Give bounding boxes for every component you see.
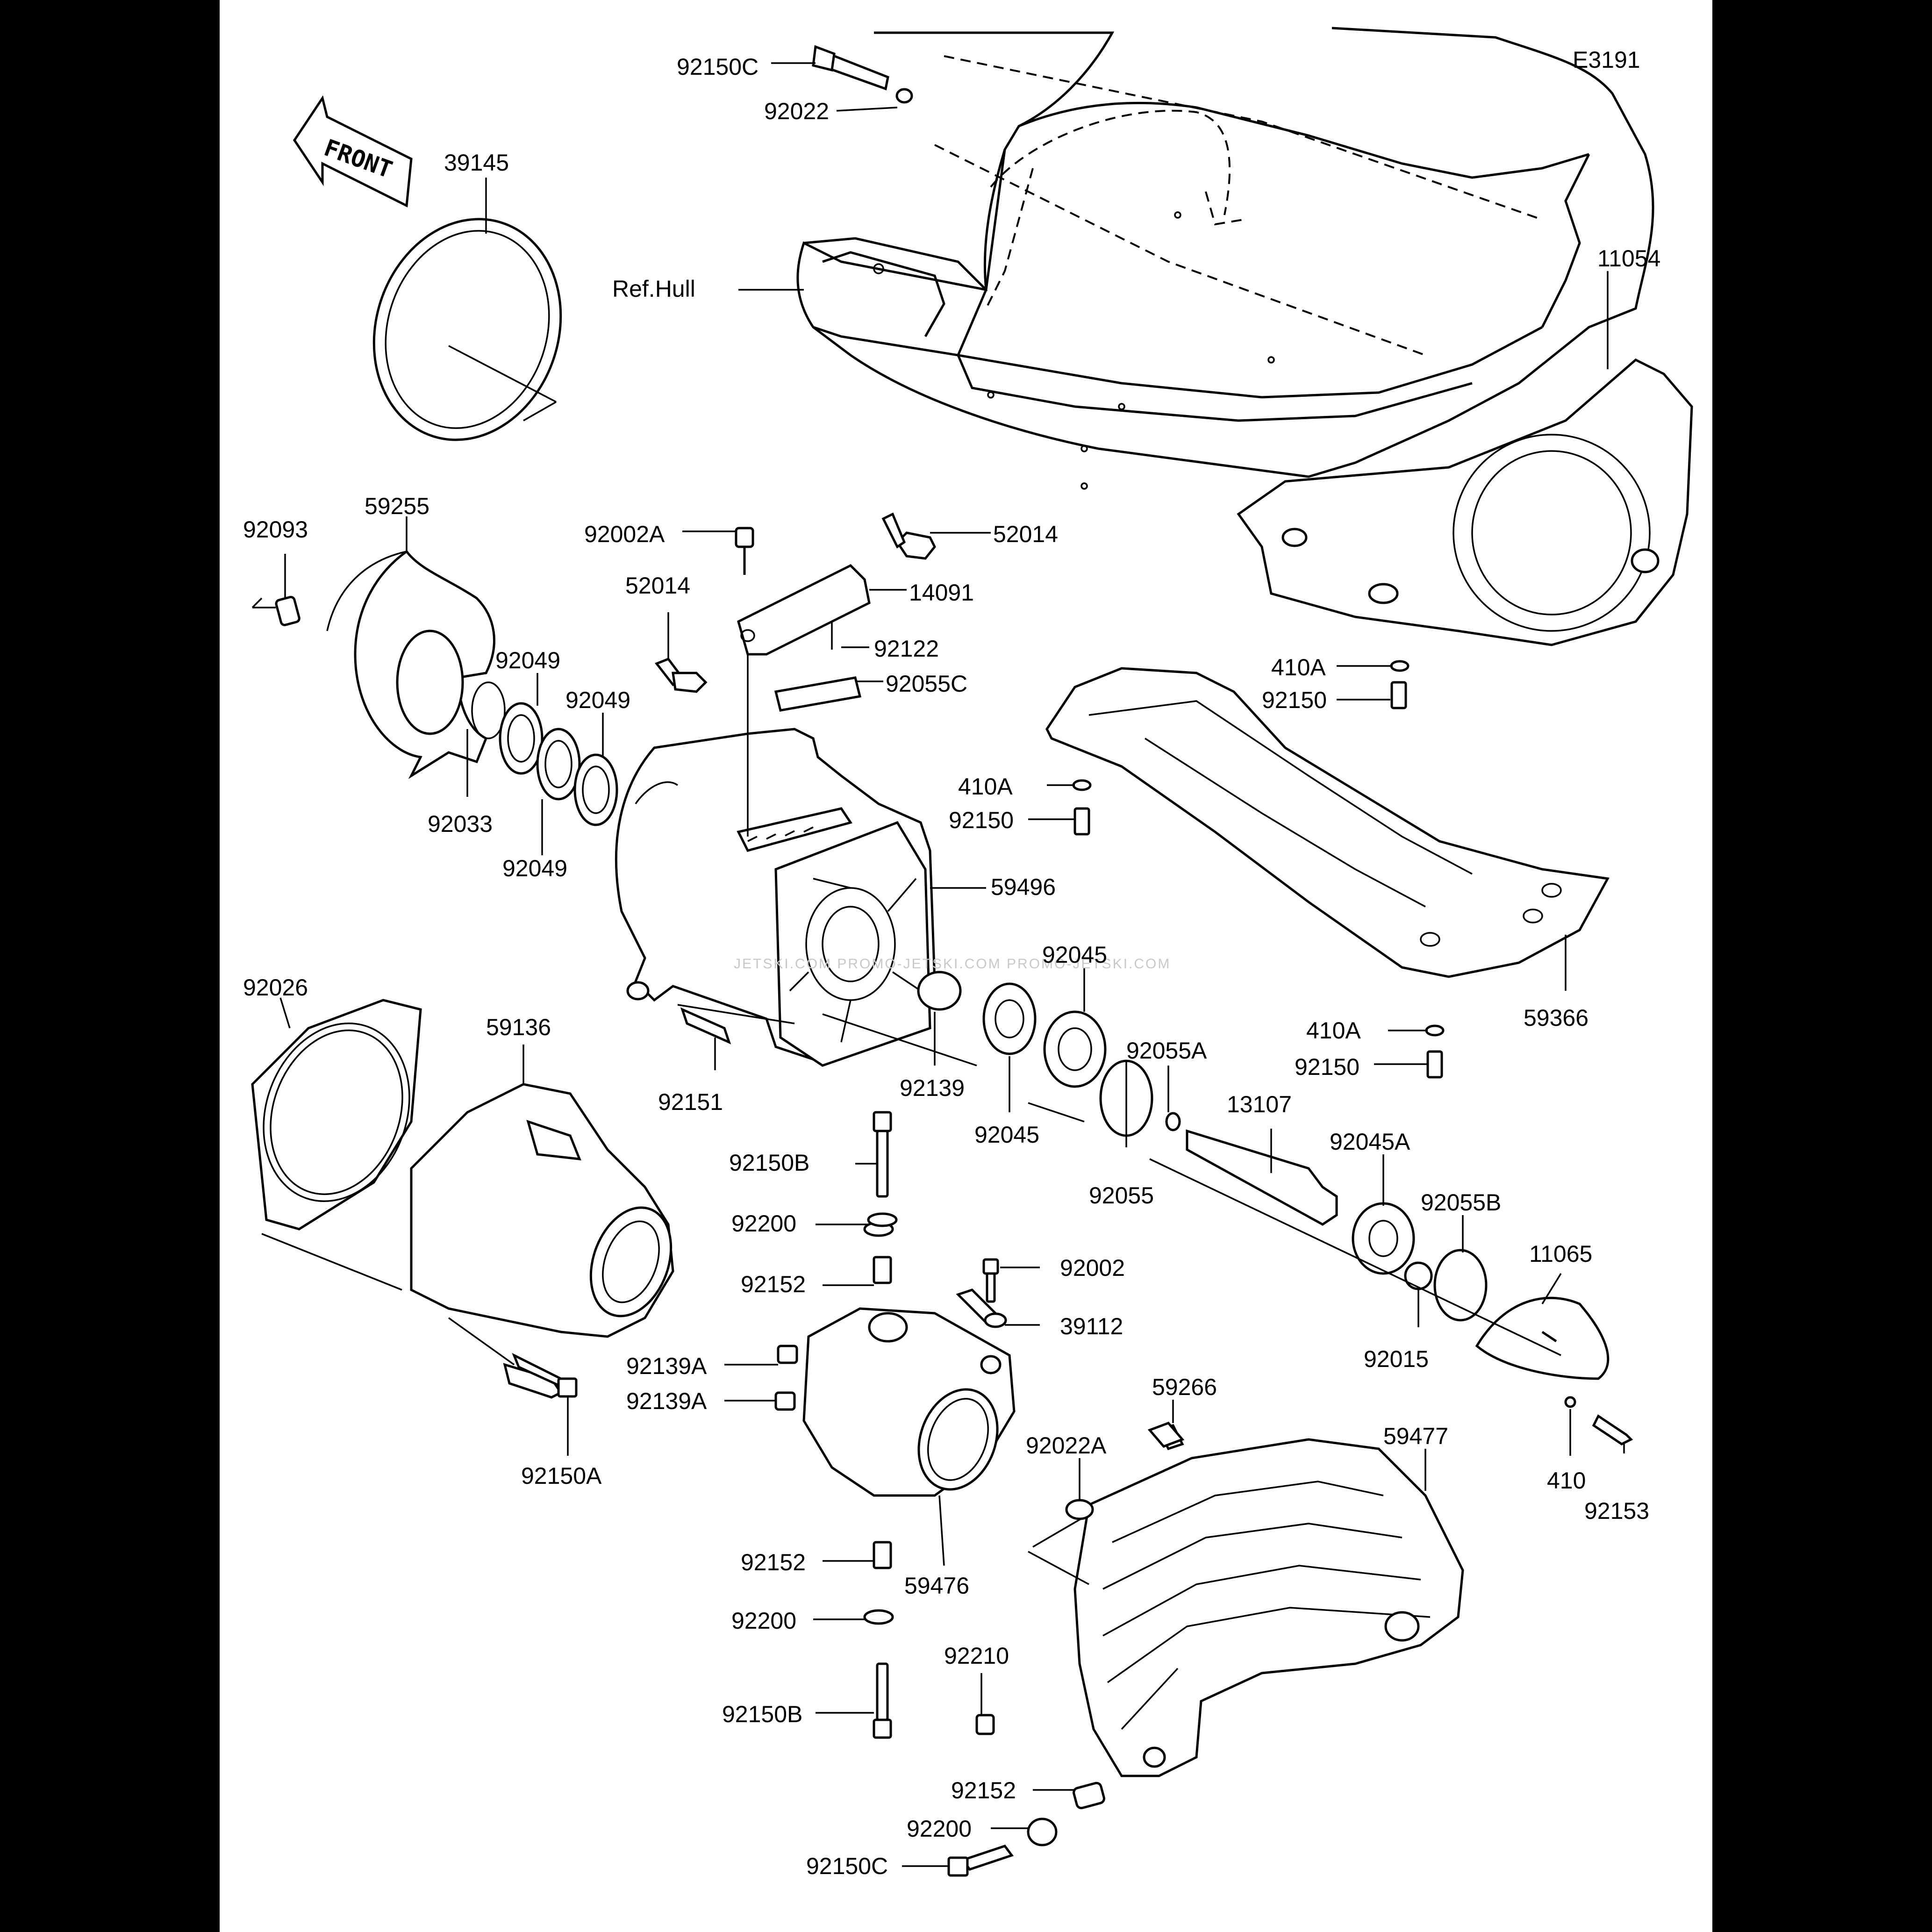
part-label: 92150B [722,1701,802,1727]
ref-hull-label: Ref.Hull [612,276,695,302]
part-label: 410 [1547,1467,1586,1494]
pump-cover-fittings-drawing [654,512,936,837]
part-label: 92055 [1089,1182,1154,1209]
part-label: 410A [958,773,1013,800]
part-label: 92049 [502,855,567,881]
nozzle-11054-drawing [1237,358,1693,646]
part-label: 92045 [974,1122,1039,1148]
part-label: 92093 [243,516,308,543]
part-label: 59476 [904,1573,969,1599]
cone-59136-drawing [261,1083,674,1399]
part-label: 92152 [741,1549,806,1575]
part-label: 92122 [874,636,939,662]
part-label: 92151 [658,1089,723,1115]
part-label: 92045 [1042,942,1107,968]
gasket-92026-drawing [251,999,422,1231]
part-label: 410A [1271,654,1326,680]
small-hardware-drawing [512,45,1445,1877]
pump-housing-59496-drawing [615,728,936,1067]
part-label: 92200 [731,1608,796,1634]
watermark-text: JETSKI.COM PROMO-JETSKI.COM PROMO-JETSKI… [734,956,1171,972]
part-label: 52014 [625,572,690,599]
part-label: 92150B [729,1150,809,1176]
part-label: 410A [1306,1017,1361,1044]
part-label: 92150 [1295,1054,1360,1080]
part-label: 92200 [731,1210,796,1237]
part-label: 92210 [944,1643,1009,1669]
part-label: 92150 [949,807,1014,833]
part-label: 59266 [1152,1374,1217,1400]
part-label: 59255 [365,493,429,519]
part-label: 92152 [951,1777,1016,1803]
part-label: 92139 [900,1075,965,1101]
part-label: 92055A [1126,1038,1207,1064]
part-label: 92055B [1421,1189,1501,1216]
part-label: 39112 [1060,1313,1123,1339]
part-label: 92150C [677,54,758,80]
part-label: 59366 [1524,1005,1589,1031]
front-direction-arrow: FRONT [293,95,413,208]
part-label: 92055C [886,671,967,697]
part-label: 52014 [993,521,1058,547]
part-label: 92152 [741,1271,806,1297]
part-label: 92022 [764,98,829,124]
ride-plate-59366-drawing [1045,667,1610,978]
part-label: 59496 [991,874,1056,900]
part-label: 11054 [1597,245,1660,272]
part-label: 92002 [1060,1255,1125,1281]
part-label: 92139A [626,1388,707,1414]
leader-lines [279,62,1625,1867]
part-label: 92033 [428,811,493,837]
part-label: 92002A [584,521,665,547]
part-label: 92200 [907,1816,972,1842]
ring-39145-drawing [372,218,562,441]
reverse-bucket-59477-drawing [1028,1424,1464,1777]
part-label: 92022A [1026,1432,1107,1459]
part-label: 92139A [626,1353,707,1379]
seal-rings-drawing [471,681,618,826]
part-label: 92015 [1364,1346,1429,1372]
part-label: 39145 [444,150,509,176]
impeller-59255-drawing [251,550,495,779]
hull-reference-drawing [796,27,1654,490]
part-label: 14091 [909,580,974,606]
part-label: 92049 [565,687,630,713]
part-label: 92045A [1330,1129,1410,1155]
part-label: 11065 [1529,1241,1592,1267]
part-label: 59477 [1383,1423,1448,1449]
part-label: 59136 [486,1014,551,1040]
part-label: 92150 [1262,687,1327,713]
part-label: 92153 [1584,1498,1649,1524]
part-labels: E3191 Ref.Hull 92150C 92022 39145 11054 … [243,47,1660,1879]
part-label: 92049 [495,647,560,673]
drive-shaft-bearings-drawing [677,971,1633,1445]
nozzle-59476-drawing [774,1221,1016,1625]
part-label: 92150A [521,1463,602,1489]
diagram-code: E3191 [1573,47,1640,73]
part-label: 13107 [1227,1091,1292,1117]
part-label: 92150C [806,1853,888,1879]
part-label: 92026 [243,974,308,1001]
